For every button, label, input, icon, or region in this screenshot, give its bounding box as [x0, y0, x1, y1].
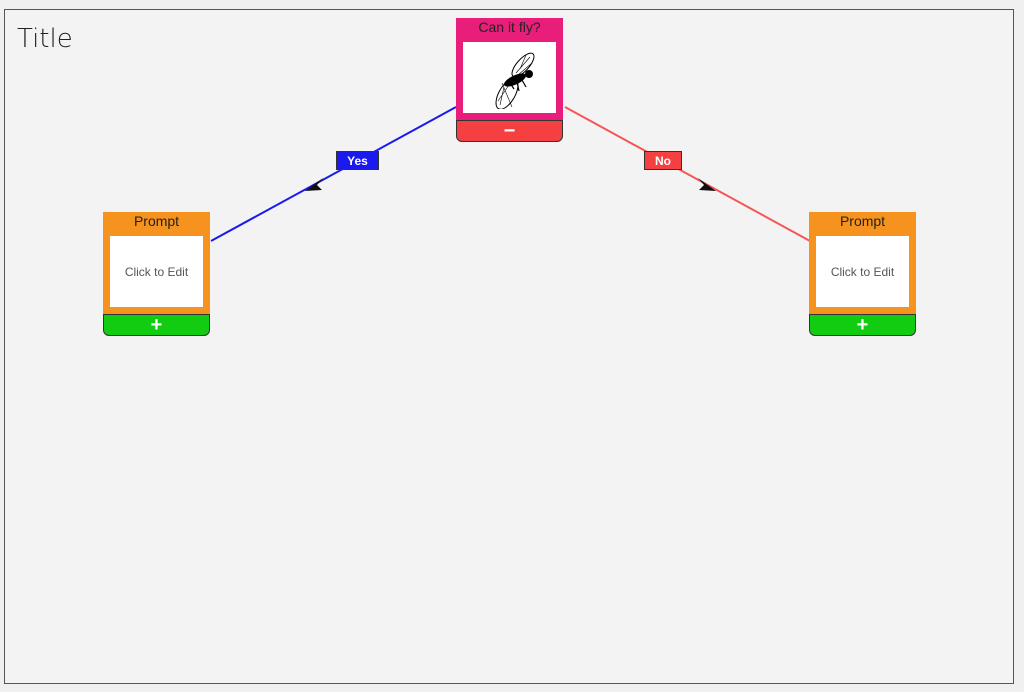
root-node-title[interactable]: Can it fly? — [478, 19, 541, 35]
no-edge-line — [564, 106, 811, 242]
plus-icon: + — [150, 314, 163, 336]
fly-icon — [495, 52, 534, 109]
plus-icon: + — [856, 314, 869, 336]
yes-prompt-title[interactable]: Prompt — [133, 213, 180, 229]
tree-canvas[interactable]: Title Yes No Can it fly? — [4, 9, 1014, 684]
no-prompt-node[interactable]: Prompt Click to Edit + — [809, 212, 916, 336]
yes-edge-line — [210, 106, 457, 242]
yes-edge-arrow — [305, 178, 323, 191]
no-edge-arrow — [698, 178, 716, 191]
root-node-image[interactable] — [463, 42, 556, 113]
minus-icon: − — [503, 120, 516, 142]
yes-prompt-body[interactable]: Click to Edit — [110, 236, 203, 307]
no-prompt-header: Prompt Click to Edit — [809, 212, 916, 314]
yes-prompt-header: Prompt Click to Edit — [103, 212, 210, 314]
page-title[interactable]: Title — [17, 24, 73, 54]
no-add-branch-button[interactable]: + — [809, 314, 916, 336]
no-prompt-body[interactable]: Click to Edit — [816, 236, 909, 307]
no-edge-label[interactable]: No — [644, 151, 682, 170]
yes-prompt-node[interactable]: Prompt Click to Edit + — [103, 212, 210, 336]
root-node-header: Can it fly? — [456, 18, 563, 120]
root-question-node[interactable]: Can it fly? − — [456, 18, 563, 142]
no-prompt-title[interactable]: Prompt — [839, 213, 886, 229]
yes-add-branch-button[interactable]: + — [103, 314, 210, 336]
yes-edge-label[interactable]: Yes — [336, 151, 379, 170]
remove-branch-button[interactable]: − — [456, 120, 563, 142]
